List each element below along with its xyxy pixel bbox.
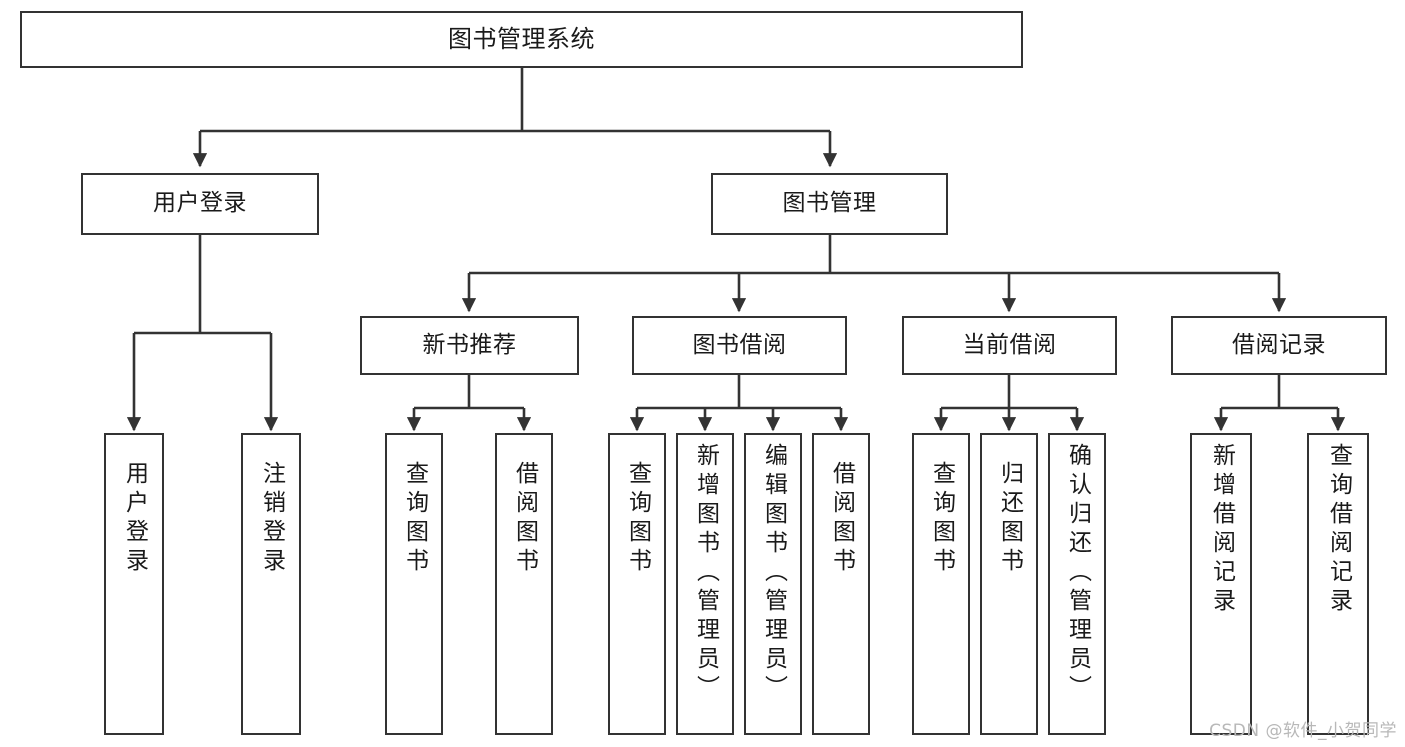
leaf-logout-login-label: 注销登录 [258, 461, 285, 577]
leaf-return-book[interactable]: 归还图书 [980, 433, 1038, 735]
leaf-query-book-3-label: 查询图书 [928, 461, 955, 577]
leaf-query-borrow-record-label: 查询借阅记录 [1325, 443, 1352, 617]
leaf-return-book-label: 归还图书 [996, 461, 1023, 577]
leaf-borrow-book-2-label: 借阅图书 [828, 461, 855, 577]
leaf-add-book-label: 新增图书（管理员） [692, 443, 719, 704]
leaf-borrow-book-1-label: 借阅图书 [511, 461, 538, 577]
leaf-query-book-2-label: 查询图书 [624, 461, 651, 577]
leaf-confirm-return[interactable]: 确认归还（管理员） [1048, 433, 1106, 735]
leaf-add-book[interactable]: 新增图书（管理员） [676, 433, 734, 735]
leaf-user-login[interactable]: 用户登录 [104, 433, 164, 735]
node-book-management[interactable]: 图书管理 [711, 173, 948, 235]
node-book-borrow[interactable]: 图书借阅 [632, 316, 847, 375]
node-root-label: 图书管理系统 [448, 25, 595, 54]
leaf-query-book-3[interactable]: 查询图书 [912, 433, 970, 735]
node-book-borrow-label: 图书借阅 [692, 331, 787, 358]
leaf-edit-book[interactable]: 编辑图书（管理员） [744, 433, 802, 735]
leaf-edit-book-label: 编辑图书（管理员） [760, 443, 787, 704]
leaf-logout-login[interactable]: 注销登录 [241, 433, 301, 735]
node-borrow-record[interactable]: 借阅记录 [1171, 316, 1387, 375]
leaf-borrow-book-1[interactable]: 借阅图书 [495, 433, 553, 735]
node-new-book-recommend-label: 新书推荐 [422, 331, 517, 358]
node-user-login-label: 用户登录 [153, 190, 247, 217]
leaf-query-book-1[interactable]: 查询图书 [385, 433, 443, 735]
leaf-user-login-label: 用户登录 [121, 461, 148, 577]
node-borrow-record-label: 借阅记录 [1232, 331, 1326, 358]
leaf-query-borrow-record[interactable]: 查询借阅记录 [1307, 433, 1369, 735]
node-current-borrow-label: 当前借阅 [962, 331, 1057, 358]
leaf-borrow-book-2[interactable]: 借阅图书 [812, 433, 870, 735]
leaf-confirm-return-label: 确认归还（管理员） [1064, 443, 1091, 704]
node-root[interactable]: 图书管理系统 [20, 11, 1023, 68]
leaf-add-borrow-record[interactable]: 新增借阅记录 [1190, 433, 1252, 735]
leaf-query-book-2[interactable]: 查询图书 [608, 433, 666, 735]
leaf-query-book-1-label: 查询图书 [401, 461, 428, 577]
watermark-text: CSDN @软件_小贺同学 [1209, 721, 1397, 741]
node-current-borrow[interactable]: 当前借阅 [902, 316, 1117, 375]
node-new-book-recommend[interactable]: 新书推荐 [360, 316, 579, 375]
leaf-add-borrow-record-label: 新增借阅记录 [1208, 443, 1235, 617]
node-user-login[interactable]: 用户登录 [81, 173, 319, 235]
node-book-management-label: 图书管理 [782, 190, 877, 217]
